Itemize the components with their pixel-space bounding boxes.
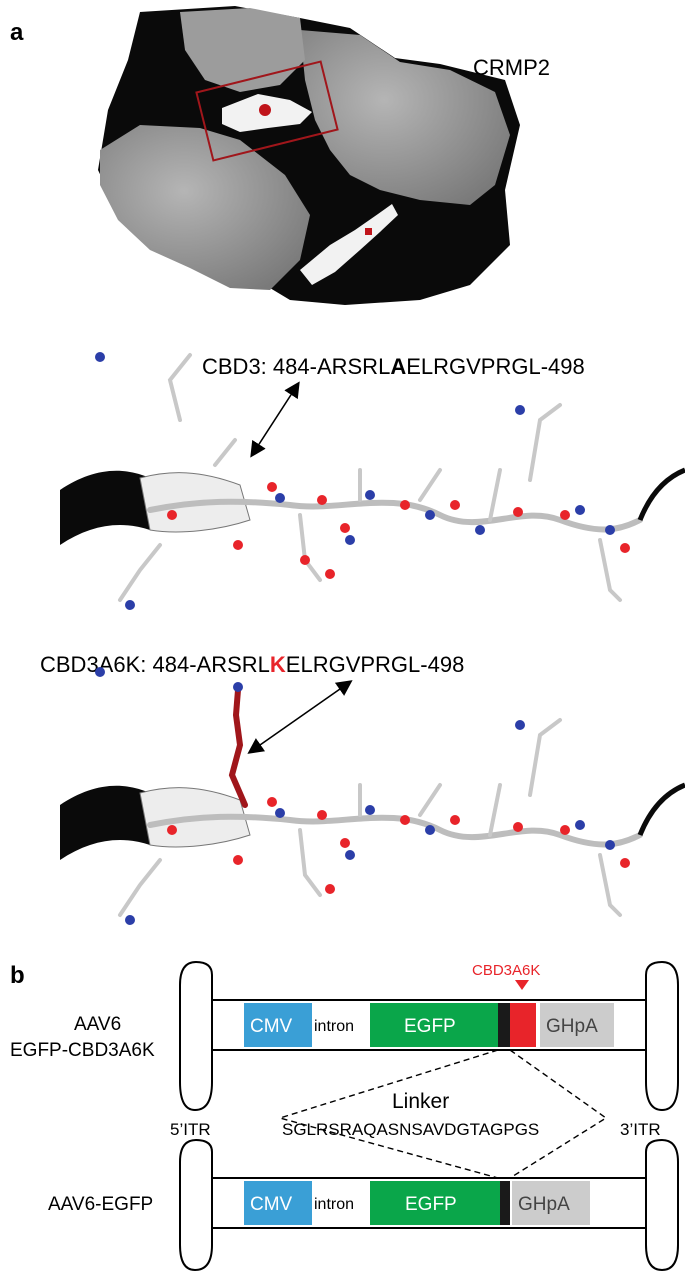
side-chains-2 [118,718,622,917]
intron-label-2: intron [314,1196,354,1213]
cbd3a6k-marker-label: CBD3A6K [472,962,540,979]
cmv-label-1: CMV [250,1016,293,1037]
cbd3-pointer-arrow [250,381,300,458]
nitrogen-atoms-2 [95,667,615,925]
construct1-label-line2: EGFP-CBD3A6K [10,1040,155,1061]
linker-title: Linker [392,1090,449,1113]
cbd3-white-region-bottom [300,204,398,285]
ghpa-label-1: GHpA [546,1016,598,1037]
oxygen-atoms-2 [167,797,630,894]
panel-a-letter: a [10,19,24,46]
oxygen-atoms [167,482,630,579]
black-helix-ribbon [60,470,150,545]
egfp-label-2: EGFP [405,1194,457,1215]
crmp2-structure-image [98,6,520,305]
itr3-hairpin-1 [645,960,679,1112]
cbd3-red-residue-top [259,104,271,116]
linker-block-1 [498,1003,510,1047]
egfp-block-2 [370,1181,500,1225]
itr5-label: 5’ITR [170,1120,211,1139]
construct-egfp [179,1138,679,1272]
construct-egfp-cbd3a6k [179,960,679,1112]
cbd3a6k-sequence-label: CBD3A6K: 484-ARSRLKELRGVPRGL-498 [40,652,464,677]
cbd3-red-residue-bottom [365,228,372,235]
crmp2-label: CRMP2 [473,55,550,80]
nitrogen-atoms [95,352,615,610]
construct2-label: AAV6-EGFP [48,1194,153,1215]
linker-block-2 [500,1181,510,1225]
itr5-hairpin-2 [179,1138,213,1272]
cbd3a6k-pointer-arrow [247,680,353,754]
panel-b-letter: b [10,962,25,989]
crmp2-grey-subunit-top [180,8,305,92]
cbd3-sequence-label: CBD3: 484-ARSRLAELRGVPRGL-498 [202,354,585,379]
itr5-hairpin-1 [179,960,213,1112]
itr3-hairpin-2 [645,1138,679,1272]
cmv-block-1 [244,1003,312,1047]
c-terminal-ribbon [637,467,685,521]
ghpa-block-2 [512,1181,590,1225]
crmp2-grey-subunit-left [100,125,310,290]
egfp-block-1 [370,1003,498,1047]
cbd3a6k-block [510,1003,536,1047]
highlight-box [195,60,339,162]
linker-sequence: SGLRSRAQASNSAVDGTAGPGS [282,1120,539,1139]
cbd3-peptide-structure [60,352,685,610]
construct1-label-line1: AAV6 [74,1014,121,1035]
egfp-label-1: EGFP [404,1016,456,1037]
lysine-side-chain [228,687,248,808]
itr3-label: 3’ITR [620,1120,661,1139]
cmv-block-2 [244,1181,312,1225]
black-helix-ribbon-2 [60,785,150,860]
ghpa-block-1 [540,1003,614,1047]
c-terminal-ribbon-2 [637,782,685,836]
linker-zoom-lines [277,1049,608,1179]
cmv-label-2: CMV [250,1194,293,1215]
ghpa-label-2: GHpA [518,1194,570,1215]
intron-label-1: intron [314,1018,354,1035]
cbd3a6k-peptide-structure [60,667,685,925]
crmp2-grey-subunit-right [300,30,510,205]
cbd3a6k-marker-arrow [515,980,529,990]
